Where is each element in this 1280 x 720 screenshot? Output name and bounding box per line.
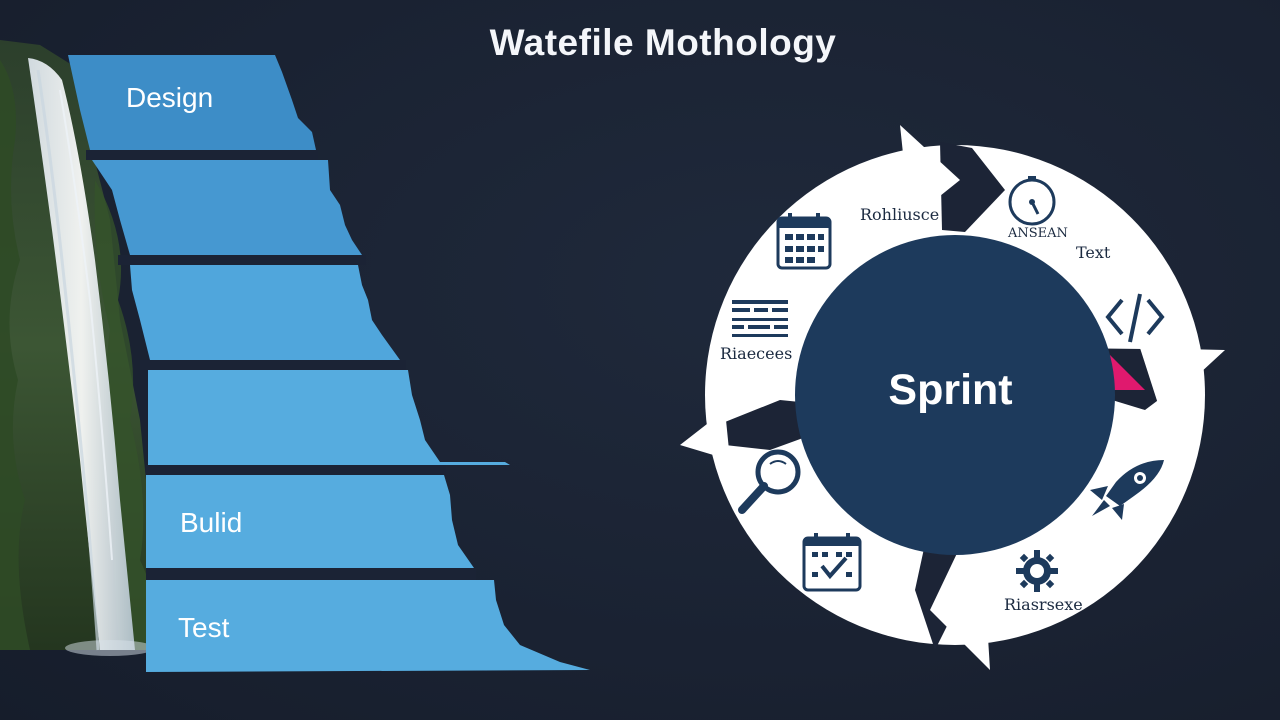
cycle-label-bottom: Riasrsexe — [1004, 595, 1083, 614]
search-icon — [738, 449, 801, 514]
gear-icon — [1016, 550, 1058, 592]
gauge-icon — [1008, 176, 1056, 226]
sprint-label: Sprint — [888, 366, 1013, 414]
step-build-label: Bulid — [180, 507, 243, 538]
arrow-gap-top — [940, 142, 1005, 232]
step-test-label: Test — [178, 612, 230, 643]
cycle-label-top: Rohliusce — [860, 205, 940, 224]
step-4-bar — [148, 370, 510, 465]
page-title: Watefile Mothology — [489, 22, 837, 63]
text-block-icon — [732, 300, 788, 337]
step-5-bar — [146, 475, 474, 568]
waterfall-diagram — [0, 40, 590, 672]
step-1-bar — [68, 55, 316, 150]
gauge-caption: ANSEAN — [1008, 226, 1068, 241]
cycle-label-right: Text — [1076, 243, 1111, 262]
rocket-icon — [1090, 460, 1164, 520]
code-icon — [1105, 293, 1165, 343]
step-design-label: Design — [126, 82, 214, 113]
foliage — [0, 60, 30, 650]
calendar-icon — [776, 213, 832, 270]
calendar-check-icon — [802, 533, 862, 592]
foliage-right — [94, 180, 154, 650]
sprint-core — [795, 235, 1115, 555]
step-6-bar — [146, 580, 590, 672]
cycle-label-left: Riaecees — [720, 344, 793, 363]
step-2-bar — [92, 160, 362, 255]
agile-cycle-diagram — [680, 125, 1225, 670]
step-3-bar — [130, 265, 400, 360]
